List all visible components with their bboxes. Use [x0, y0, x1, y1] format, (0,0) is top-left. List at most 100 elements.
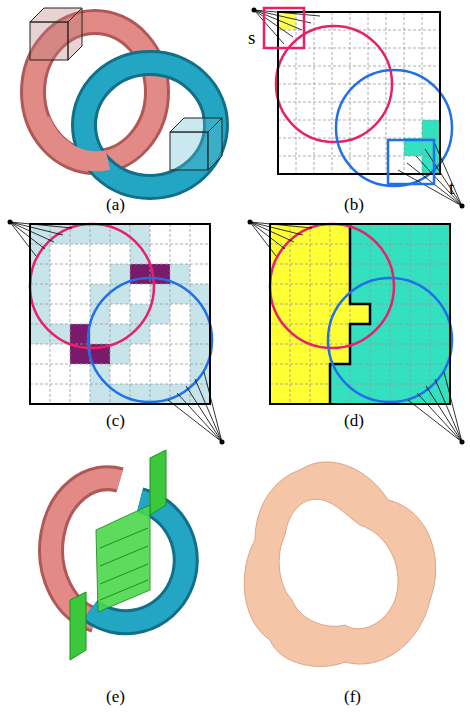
line-stroke	[190, 224, 191, 404]
terminal-dot	[8, 220, 13, 225]
rect-stroke	[410, 344, 430, 364]
rect-stroke	[430, 384, 450, 404]
rect-stroke	[330, 384, 350, 404]
line-stroke	[270, 264, 450, 265]
cut-tori-illustration	[51, 450, 186, 660]
rect-stroke	[110, 264, 130, 284]
line-stroke	[30, 244, 210, 245]
grid-border	[270, 224, 450, 404]
rect-stroke	[310, 244, 330, 264]
terminal-dot	[220, 440, 225, 445]
line-stroke	[386, 12, 387, 174]
rect-stroke	[410, 264, 430, 284]
line-stroke	[70, 224, 71, 404]
line-stroke	[195, 379, 222, 442]
sink-circle	[336, 70, 452, 186]
source-circle	[276, 26, 392, 142]
rect-stroke	[430, 264, 450, 284]
line-stroke	[254, 10, 302, 30]
terminal-dot	[248, 220, 253, 225]
line-stroke	[422, 12, 423, 174]
rect-stroke	[410, 224, 430, 244]
line-stroke	[270, 364, 450, 365]
rect-stroke	[190, 384, 210, 404]
line-stroke	[410, 224, 411, 404]
line-stroke	[150, 224, 151, 404]
rect-stroke	[270, 344, 290, 364]
line-stroke	[426, 386, 462, 442]
source-box	[264, 8, 304, 48]
rect-stroke	[430, 244, 450, 264]
rect-stroke	[350, 264, 370, 284]
rect-stroke	[390, 324, 410, 344]
rect-stroke	[390, 344, 410, 364]
line-stroke	[430, 224, 431, 404]
sink-circle	[328, 278, 452, 402]
grid-border	[278, 12, 440, 174]
line-stroke	[168, 400, 222, 442]
rect-stroke	[370, 364, 390, 384]
rect-stroke	[350, 364, 370, 384]
terminal-dot	[252, 8, 257, 13]
sink-circle	[88, 278, 212, 402]
line-stroke	[10, 222, 72, 228]
rect-stroke	[310, 284, 330, 304]
rect-stroke	[310, 384, 330, 404]
line-stroke	[296, 12, 297, 174]
rect-stroke	[270, 364, 290, 384]
panel-label: (e)	[106, 688, 125, 705]
rect-stroke	[330, 324, 350, 344]
line-stroke	[170, 224, 171, 404]
line-stroke	[30, 264, 210, 265]
terminal-dot	[460, 440, 465, 445]
line-stroke	[417, 393, 462, 442]
line-stroke	[425, 149, 462, 206]
line-stroke	[30, 304, 210, 305]
line-stroke	[310, 224, 311, 404]
line-stroke	[186, 386, 222, 442]
panel-label: (a)	[106, 196, 125, 213]
rect-stroke	[422, 120, 440, 138]
rect-stroke	[410, 304, 430, 324]
terminal-dot	[460, 204, 465, 209]
tori-illustration	[30, 8, 222, 187]
line-stroke	[278, 102, 440, 103]
rect-stroke	[190, 324, 210, 344]
line-stroke	[278, 84, 440, 85]
rect-stroke	[410, 324, 430, 344]
source-circle	[30, 224, 154, 348]
line-stroke	[314, 12, 315, 174]
grid-border	[30, 224, 210, 404]
line-stroke	[50, 224, 51, 404]
line-stroke	[404, 12, 405, 174]
line-stroke	[30, 324, 210, 325]
rect-stroke	[410, 364, 430, 384]
merged-shape	[244, 462, 435, 666]
line-stroke	[408, 400, 462, 442]
rect-stroke	[90, 324, 110, 344]
rect-stroke	[430, 224, 450, 244]
source-circle	[270, 224, 394, 348]
rect-stroke	[350, 304, 370, 324]
polyline-stroke	[330, 224, 370, 404]
rect-stroke	[350, 244, 370, 264]
line-stroke	[30, 344, 210, 345]
rect-stroke	[270, 384, 290, 404]
rect-stroke	[290, 344, 310, 364]
rect-stroke	[350, 344, 370, 364]
rect-stroke	[190, 344, 210, 364]
terminal-label: t	[449, 178, 454, 197]
rect-stroke	[430, 344, 450, 364]
rect-stroke	[30, 224, 50, 244]
line-stroke	[278, 120, 440, 121]
rect-stroke	[270, 224, 290, 244]
rect-stroke	[290, 284, 310, 304]
rect-stroke	[330, 244, 350, 264]
line-stroke	[30, 384, 210, 385]
line-stroke	[350, 12, 351, 174]
rect-stroke	[310, 304, 330, 324]
line-stroke	[270, 384, 450, 385]
rect-stroke	[390, 364, 410, 384]
rect-stroke	[170, 264, 190, 284]
